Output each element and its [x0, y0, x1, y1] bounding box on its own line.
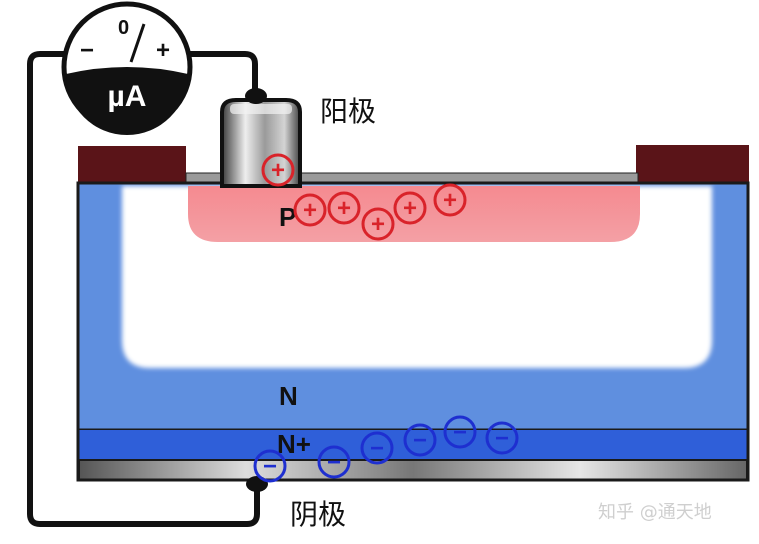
anode-terminal-dot	[245, 88, 267, 104]
electron-charge: −	[403, 423, 437, 457]
label-n: N	[279, 381, 298, 411]
svg-text:−: −	[495, 425, 509, 452]
svg-text:−: −	[453, 419, 467, 446]
svg-text:+: +	[443, 187, 457, 214]
electron-charge: −	[443, 415, 477, 449]
circuit-wire	[27, 51, 260, 527]
oxide-right	[636, 145, 749, 182]
svg-text:−: −	[263, 453, 277, 480]
meter-unit: µA	[108, 80, 147, 113]
anode-highlight	[230, 104, 292, 114]
hole-charge: +	[293, 193, 327, 227]
svg-text:−: −	[327, 449, 341, 476]
electron-charge: −	[485, 421, 519, 455]
electron-charge: −	[360, 431, 394, 465]
meter-zero: 0	[118, 17, 129, 39]
n-plus-region	[79, 430, 747, 460]
electron-charge: −	[317, 445, 351, 479]
svg-text:+: +	[303, 197, 317, 224]
hole-charge: +	[361, 207, 395, 241]
meter-plus: +	[156, 37, 170, 64]
anode-contact	[220, 98, 302, 188]
svg-text:+: +	[271, 157, 285, 184]
svg-text:−: −	[413, 427, 427, 454]
electron-charge: −	[253, 449, 287, 483]
meter-needle	[129, 23, 146, 63]
cathode-plate	[78, 459, 748, 481]
watermark: 知乎 @通天地	[598, 502, 712, 523]
hole-charge: +	[327, 191, 361, 225]
charge-carriers: ++++++−−−−−−	[253, 153, 519, 483]
p-region	[188, 186, 640, 242]
microammeter: 0 − + µA	[61, 1, 193, 135]
label-anode: 阳极	[320, 95, 376, 128]
device-outline	[76, 181, 750, 482]
label-n-plus: N+	[277, 429, 311, 459]
meter-minus: −	[80, 37, 94, 64]
hole-charge: +	[261, 153, 295, 187]
label-p: P	[279, 202, 296, 232]
hole-charge: +	[433, 183, 467, 217]
label-cathode: 阴极	[290, 498, 346, 531]
svg-text:+: +	[371, 211, 385, 238]
svg-text:+: +	[337, 195, 351, 222]
oxide-left	[78, 146, 186, 182]
svg-text:+: +	[403, 195, 417, 222]
svg-text:−: −	[370, 435, 384, 462]
hole-charge: +	[393, 191, 427, 225]
